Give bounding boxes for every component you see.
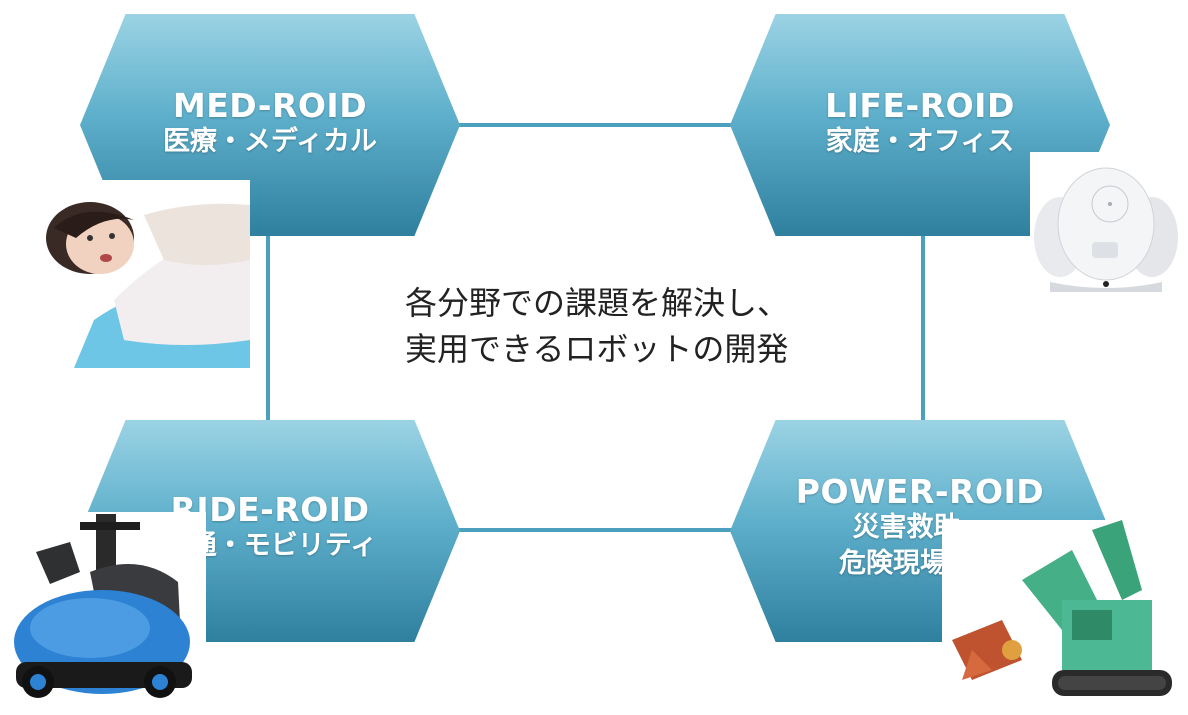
power-roid-title: POWER-ROID (795, 472, 1045, 511)
green-rescue-excavator-robot-photo (942, 520, 1182, 712)
center-statement: 各分野での課題を解決し、 実用できるロボットの開発 (405, 280, 865, 372)
connector-left (266, 230, 270, 425)
med-roid-title: MED-ROID (172, 86, 368, 125)
life-roid-title: LIFE-ROID (825, 86, 1015, 125)
connector-top (445, 123, 745, 127)
blue-personal-mobility-robot-photo (10, 512, 206, 708)
connector-bottom (445, 528, 745, 532)
center-line-1: 各分野での課題を解決し、 (405, 284, 790, 322)
center-line-2: 実用できるロボットの開発 (405, 330, 789, 368)
connector-right (921, 230, 925, 425)
patient-simulator-robot-photo (24, 180, 250, 368)
life-roid-subtitle: 家庭・オフィス (825, 126, 1015, 157)
white-home-robot-photo (1030, 152, 1180, 302)
med-roid-subtitle: 医療・メディカル (162, 126, 378, 157)
